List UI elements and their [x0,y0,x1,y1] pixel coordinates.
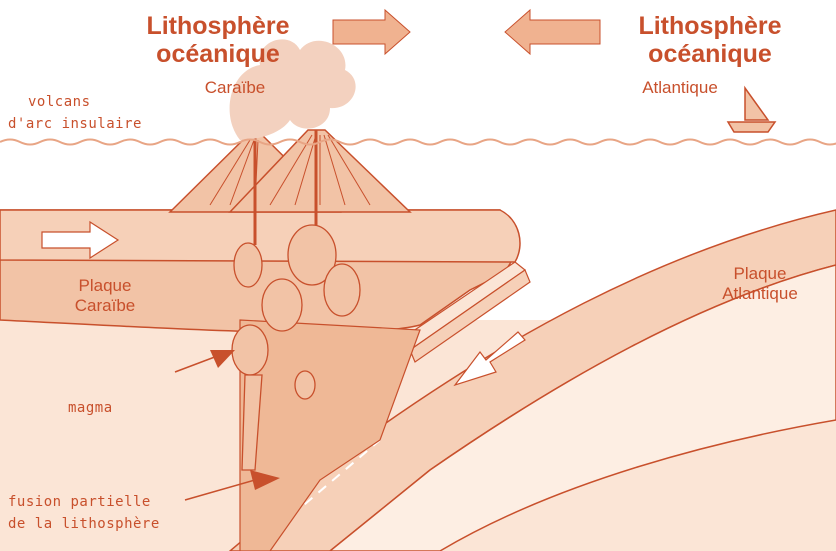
title-litho-left: Lithosphère océanique [118,12,318,68]
label-lithosphere: de la lithosphère [8,514,160,534]
label-fusion-partielle: fusion partielle [8,492,151,512]
label-magma: magma [68,398,113,418]
plaque-caraibe-line1: Plaque [55,276,155,296]
label-atlantique-top: Atlantique [625,78,735,98]
title-litho-right: Lithosphère océanique [610,12,810,68]
sea [0,145,836,215]
label-caraibe-top: Caraïbe [190,78,280,98]
litho-left-line1: Lithosphère [118,12,318,40]
label-plaque-caraibe: Plaque Caraïbe [55,276,155,316]
label-plaque-atlantique: Plaque Atlantique [700,264,820,304]
litho-right-line1: Lithosphère [610,12,810,40]
sea-surface-wave [0,140,836,145]
plaque-caraibe-line2: Caraïbe [55,296,155,316]
plaque-atlantique-line2: Atlantique [700,284,820,304]
plaque-atlantique-line1: Plaque [700,264,820,284]
arrow-left-top [505,10,600,54]
label-volcans: volcans [28,92,91,112]
litho-left-line2: océanique [118,40,318,68]
litho-right-line2: océanique [610,40,810,68]
arrow-right-top [333,10,410,54]
label-arc-insulaire: d'arc insulaire [8,114,142,134]
sailboat-icon [728,88,775,132]
